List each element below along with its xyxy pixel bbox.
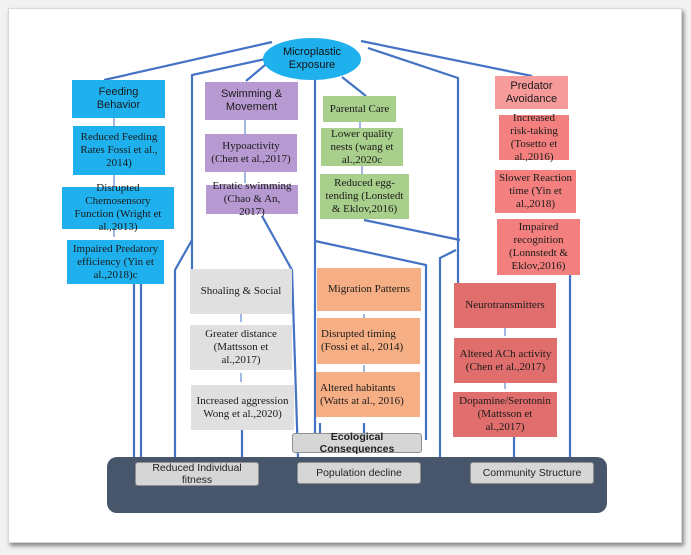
category-label: Parental Care	[329, 102, 390, 115]
category-predator-avoidance: Predator Avoidance	[495, 76, 568, 109]
effect-impaired-predatory: Impaired Predatory efficiency (Yin et al…	[67, 240, 164, 284]
effect-altered-habitants: Altered habitants (Watts at al., 2016)	[316, 372, 420, 417]
outcome-label: Reduced Individual fitness	[152, 462, 242, 486]
connector-root-feeding	[103, 40, 273, 82]
effect-disrupted-timing: Disrupted timing (Fossi et al., 2014)	[317, 318, 420, 364]
category-shoaling-social: Shoaling & Social	[190, 269, 292, 314]
effect-label: Disrupted Chemosensory Function (Wright …	[74, 182, 162, 233]
category-label: Migration Patterns	[327, 283, 411, 295]
effect-label: Increased risk-taking (Tosetto et al.,20…	[510, 111, 558, 163]
effect-label: Impaired Predatory efficiency (Yin et al…	[72, 242, 159, 281]
category-swimming-movement: Swimming & Movement	[205, 82, 298, 120]
effect-erratic-swimming: Erratic swimming (Chao & An, 2017)	[206, 180, 298, 218]
effect-label: Erratic swimming (Chao & An, 2017)	[212, 180, 292, 218]
category-label: Feeding Behavior	[96, 86, 141, 111]
outcome-population-decline: Population decline	[297, 462, 421, 484]
effect-label: Impaired recognition (Lonnstedt & Eklov,…	[509, 221, 568, 272]
effect-dopamine-serotonin: Dopamine/Serotonin (Mattsson et al.,2017…	[453, 392, 557, 437]
root-label: Microplastic Exposure	[282, 46, 342, 71]
effect-increased-aggression: Increased aggression Wong et al.,2020)	[191, 385, 294, 430]
effect-label: Greater distance (Mattsson et al.,2017)	[205, 328, 277, 366]
effect-label: Slower Reaction time (Yin et al.,2018)	[499, 172, 573, 210]
effect-reduced-egg-tending: Reduced egg-tending (Lonstedt & Eklov,20…	[320, 174, 409, 219]
effect-label: Reduced egg-tending (Lonstedt & Eklov,20…	[325, 177, 404, 215]
effect-impaired-recognition: Impaired recognition (Lonnstedt & Eklov,…	[497, 219, 580, 275]
effect-label: Disrupted timing (Fossi et al., 2014)	[321, 328, 404, 353]
ecological-title: Ecological Consequences	[319, 431, 395, 455]
outcome-reduced-fitness: Reduced Individual fitness	[135, 462, 259, 486]
category-label: Neurotransmitters	[465, 299, 545, 311]
effect-greater-distance: Greater distance (Mattsson et al.,2017)	[190, 325, 292, 370]
effect-lower-quality-nests: Lower quality nests (wang et al.,2020c	[321, 128, 403, 166]
effect-disrupted-chemosensory: Disrupted Chemosensory Function (Wright …	[62, 182, 174, 233]
outcome-community-structure: Community Structure	[470, 462, 594, 484]
effect-label: Increased aggression Wong et al.,2020)	[196, 394, 289, 420]
effect-label: Lower quality nests (wang et al.,2020c	[330, 127, 394, 166]
effect-slower-reaction: Slower Reaction time (Yin et al.,2018)	[495, 170, 576, 213]
category-label: Predator Avoidance	[505, 79, 558, 105]
category-parental-care: Parental Care	[323, 96, 396, 122]
connector-root-predator	[360, 39, 533, 78]
effect-label: Altered ACh activity (Chen et al.,2017)	[459, 347, 552, 373]
category-migration-patterns: Migration Patterns	[317, 268, 421, 311]
outcome-label: Community Structure	[482, 467, 582, 479]
outcome-label: Population decline	[316, 467, 402, 479]
category-label: Shoaling & Social	[200, 285, 282, 297]
effect-label: Altered habitants (Watts at al., 2016)	[320, 381, 404, 407]
ecological-consequences-label: Ecological Consequences	[292, 431, 422, 455]
effect-reduced-feeding: Reduced Feeding Rates Fossi et al., 2014…	[73, 126, 165, 175]
category-feeding-behavior: Feeding Behavior	[72, 80, 165, 118]
effect-label: Dopamine/Serotonin (Mattsson et al.,2017…	[459, 395, 551, 433]
category-neurotransmitters: Neurotransmitters	[454, 283, 556, 328]
connector-root-left-vertical	[190, 56, 271, 275]
effect-label: Hypoactivity (Chen et al.,2017)	[211, 140, 291, 165]
category-label: Swimming & Movement	[220, 88, 283, 113]
connector-root-right-vertical	[367, 46, 460, 284]
effect-altered-ach: Altered ACh activity (Chen et al.,2017)	[454, 338, 557, 383]
effect-label: Reduced Feeding Rates Fossi et al., 2014…	[80, 131, 158, 169]
effect-increased-risk-taking: Increased risk-taking (Tosetto et al.,20…	[499, 112, 569, 163]
connector-root-parental	[341, 76, 367, 97]
root-node-microplastic-exposure: Microplastic Exposure	[263, 38, 361, 80]
effect-hypoactivity: Hypoactivity (Chen et al.,2017)	[205, 134, 297, 172]
